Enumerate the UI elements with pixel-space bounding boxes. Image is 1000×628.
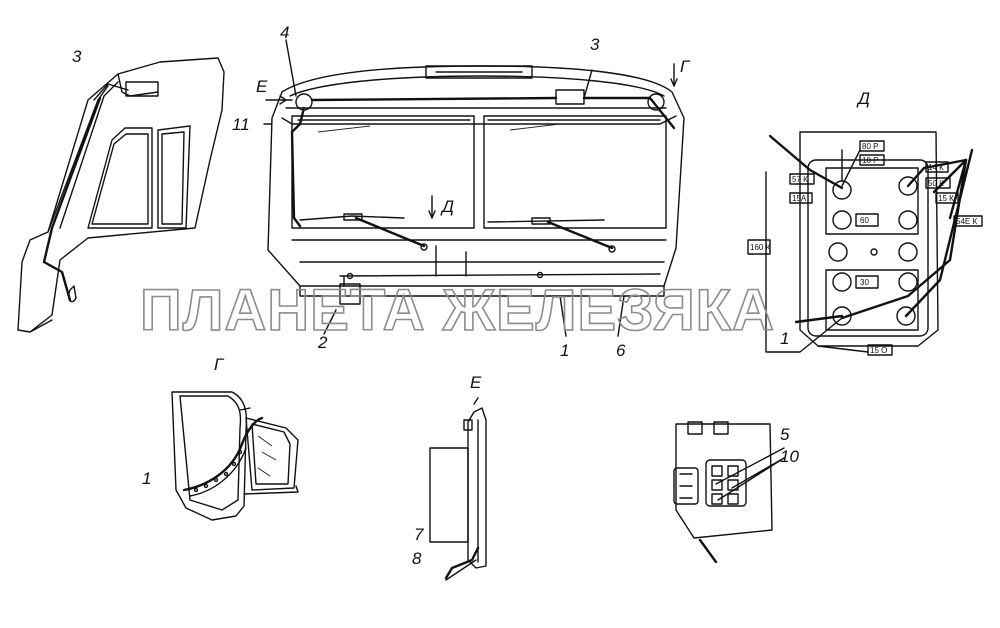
detail-e [429,397,487,581]
wire-tag-14k: 14 К [928,163,944,172]
callout-7: 7 [414,525,424,544]
view-arrow-label-g: Г [680,57,691,76]
callout-8: 8 [412,549,422,568]
wire-tag-57k: 57 К [792,175,808,184]
view-arrow-label-e: E [256,77,268,96]
relay-tag-30: 30 [860,278,869,287]
view-title-e: Е [470,373,482,392]
callout-2: 2 [317,333,328,352]
detail-g [171,391,299,521]
wire-tag-50k: 50 К [928,179,944,188]
callout-3-right: 3 [590,35,600,54]
wire-tag-15o: 15 О [870,346,887,355]
wire-tag-80p: 80 Р [862,142,878,151]
switch-panel-detail [673,421,785,564]
wire-tag-18p: 18 Р [862,156,878,165]
wire-tag-15a: 15А [792,194,807,203]
callout-1-g: 1 [142,469,151,488]
fuse-sockets [828,176,918,326]
callout-4: 4 [280,23,289,42]
cab-front-view [263,39,685,337]
wire-tag-54ek: 54Е К [956,217,977,226]
wire-tag-15k: 15 К [938,194,954,203]
relay-tag-60: 60 [860,216,869,225]
callout-6: 6 [616,341,626,360]
wire-tag-160k: 160 К [750,243,771,252]
callout-5: 5 [780,425,790,444]
cable-clip-dots [193,449,243,493]
watermark-text: ПЛАНЕТА ЖЕЛЕЗЯКА [140,278,775,343]
callout-3-left: 3 [72,47,82,66]
callout-10: 10 [780,447,799,466]
view-arrow-label-d: Д [440,197,454,216]
view-title-g: Г [214,355,225,374]
cab-side-view [17,57,225,333]
callout-11: 11 [232,115,250,134]
view-title-d: Д [856,89,870,108]
callout-1-main: 1 [560,341,569,360]
callout-1-panel: 1 [780,329,789,348]
fuse-box-detail [747,131,983,356]
